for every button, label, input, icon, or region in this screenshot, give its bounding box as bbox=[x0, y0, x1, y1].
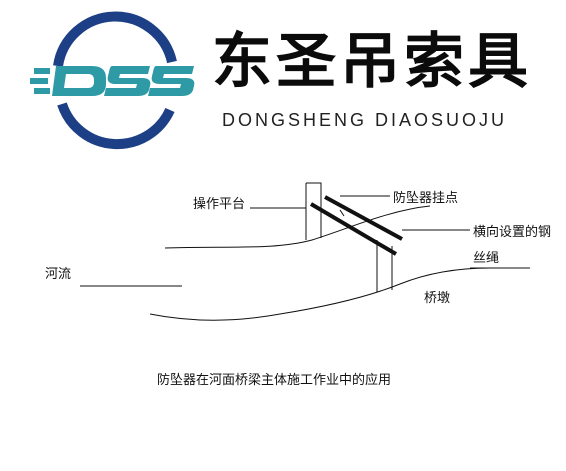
logo-arc-top bbox=[53, 11, 177, 67]
brand-name-cn: 东圣吊索具 bbox=[212, 27, 532, 97]
label-river: 河流 bbox=[45, 267, 72, 282]
caption: 防坠器在河面桥梁主体施工作业中的应用 bbox=[157, 373, 392, 388]
upper-bank bbox=[164, 205, 431, 249]
label-steel-cable-2: 丝绳 bbox=[473, 251, 500, 266]
label-anchor-point: 防坠器挂点 bbox=[393, 191, 459, 206]
anchor-tick bbox=[339, 209, 345, 217]
logo-arc-bottom bbox=[57, 102, 175, 149]
steel-cable-bottom bbox=[309, 202, 398, 256]
steel-cable-top bbox=[324, 195, 403, 241]
label-platform: 操作平台 bbox=[193, 197, 246, 212]
logo-letters bbox=[30, 66, 195, 96]
brand-name-en: DONGSHENG DIAOSUOJU bbox=[222, 110, 508, 130]
platform-post bbox=[305, 182, 322, 240]
label-pier: 桥墩 bbox=[424, 291, 451, 306]
label-steel-cable: 横向设置的钢 bbox=[473, 225, 552, 240]
lower-bank bbox=[149, 267, 491, 321]
